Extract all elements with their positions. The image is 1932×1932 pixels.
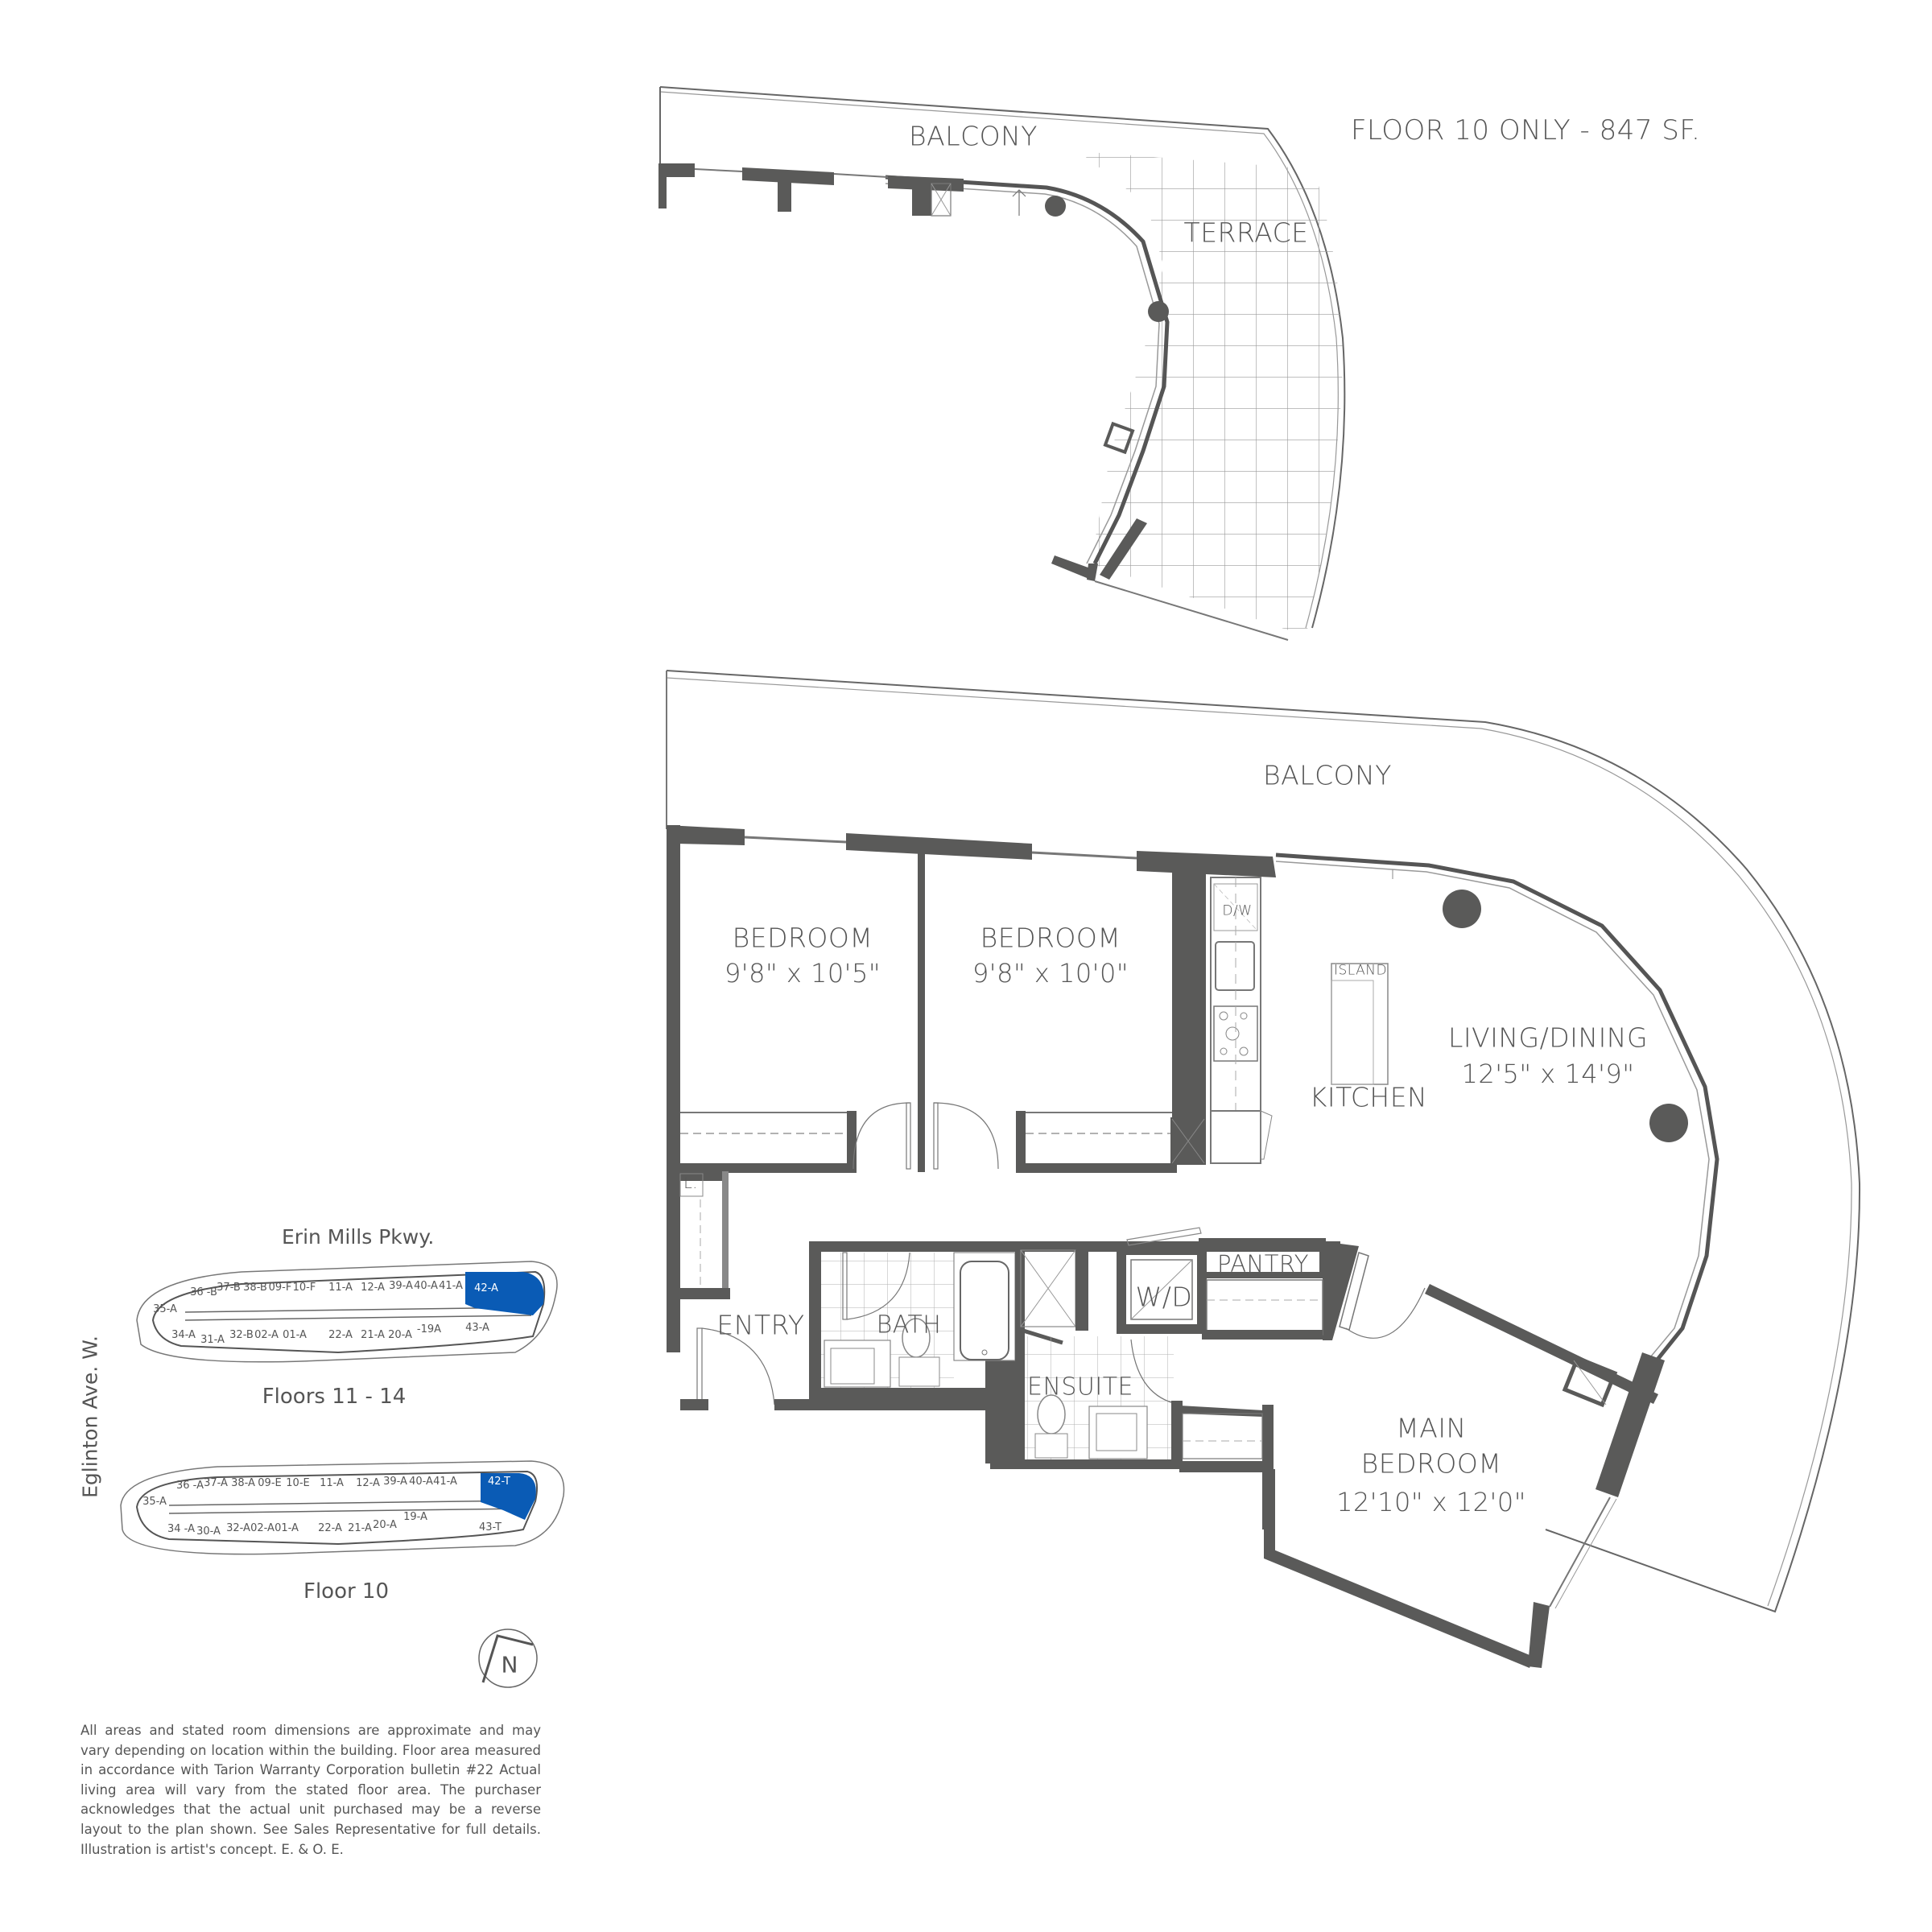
floor-area-note: FLOOR 10 ONLY - 847 SF. — [1351, 114, 1701, 147]
keyplan-unit: 38-A — [231, 1477, 255, 1490]
linen-closet-label: L. — [683, 1174, 698, 1193]
upper-facade-glazing — [885, 175, 1170, 565]
keyplan-unit: 19-A — [403, 1511, 427, 1524]
keyplan-unit: 12-A — [356, 1477, 380, 1490]
keyplan-unit: 41-A — [433, 1476, 457, 1488]
bedroom-2-dimensions: 9'8" x 10'0" — [972, 958, 1129, 989]
north-arrow-icon — [478, 1629, 538, 1688]
keyplan-unit: 35-A — [142, 1496, 167, 1509]
keyplan-unit: 37-A — [204, 1477, 228, 1490]
keyplan-unit: 01-A — [283, 1329, 307, 1342]
terrace-area — [1079, 151, 1343, 636]
keyplan-caption-floor-10: Floor 10 — [303, 1579, 390, 1604]
disclaimer-text: All areas and stated room dimensions are… — [80, 1723, 541, 1857]
terrace-plan — [658, 86, 1346, 641]
keyplan-unit-highlighted: 42-T — [488, 1476, 510, 1488]
keyplan-unit: 36 -B — [190, 1286, 217, 1299]
street-label-erin-mills: Erin Mills Pkwy. — [282, 1225, 435, 1249]
compass-north-label: N — [501, 1651, 518, 1678]
kitchen-island — [1331, 963, 1389, 1085]
street-label-eglinton: Eglinton Ave. W. — [78, 1335, 102, 1498]
keyplan-unit: 11-A — [328, 1282, 353, 1294]
living-dining-dimensions: 12'5" x 14'9" — [1461, 1059, 1635, 1089]
bedroom-1-dimensions: 9'8" x 10'5" — [724, 958, 881, 989]
bedroom-2-label: BEDROOM — [980, 922, 1121, 954]
keyplan-unit: 36 -A — [176, 1480, 204, 1492]
terrace-label: TERRACE — [1183, 217, 1309, 249]
keyplan-unit-highlighted: 42-A — [474, 1282, 498, 1295]
keyplan-unit: 34-A — [171, 1329, 196, 1342]
keyplan-unit: 11-A — [320, 1477, 344, 1490]
bath-label: BATH — [876, 1311, 942, 1340]
keyplan-unit: 39-A — [383, 1476, 407, 1488]
keyplan-unit: 21-A — [361, 1329, 385, 1342]
keyplan-unit: 37-B — [217, 1282, 241, 1294]
keyplan-unit: 01-A — [275, 1522, 299, 1535]
main-bedroom-dimensions: 12'10" x 12'0" — [1336, 1487, 1526, 1517]
upper-balcony-label: BALCONY — [909, 120, 1038, 152]
keyplan-unit: 34 -A — [167, 1523, 195, 1536]
keyplan-unit: -19A — [416, 1323, 442, 1336]
unit-plan — [666, 670, 1861, 1668]
keyplan-unit: 32-A — [226, 1522, 250, 1535]
keyplan-unit: 02-A — [250, 1522, 275, 1535]
dishwasher-label: D/W — [1222, 902, 1253, 919]
washer-dryer-label: W/D — [1135, 1281, 1193, 1313]
main-bedroom-label-line1: MAIN — [1396, 1412, 1467, 1444]
entry-label: ENTRY — [716, 1309, 805, 1341]
bedroom-1-label: BEDROOM — [732, 922, 873, 954]
keyplan-unit: 39-A — [389, 1280, 413, 1293]
main-balcony-outline — [666, 670, 1861, 1613]
keyplan-caption-floors-11-14: Floors 11 - 14 — [262, 1385, 407, 1409]
column — [1443, 890, 1481, 928]
main-balcony-label: BALCONY — [1263, 759, 1392, 791]
keyplan-unit: 02-A — [254, 1329, 279, 1342]
keyplan-unit: 10-F — [292, 1282, 316, 1294]
keyplan-unit: 12-A — [361, 1282, 385, 1294]
keyplan-unit: 30-A — [196, 1525, 221, 1538]
keyplan-unit: 40-A — [414, 1280, 438, 1293]
keyplan-unit: 31-A — [200, 1334, 225, 1347]
keyplan-unit: 10-E — [286, 1477, 310, 1490]
kitchen-label: KITCHEN — [1309, 1081, 1428, 1113]
keyplan-unit: 41-A — [439, 1280, 463, 1293]
keyplan-unit: 21-A — [348, 1522, 372, 1535]
column — [1649, 1104, 1688, 1142]
keyplan-floors-11-14 — [136, 1261, 558, 1363]
island-label: ISLAND — [1333, 962, 1388, 979]
keyplan-unit: 43-T — [479, 1521, 502, 1534]
keyplan-unit: 20-A — [373, 1519, 397, 1532]
keyplan-unit: 09-E — [258, 1477, 282, 1490]
keyplan-unit: 40-A — [409, 1476, 433, 1488]
keyplan-unit: 38-B — [243, 1282, 267, 1294]
keyplan-unit: 09-F — [268, 1282, 292, 1294]
living-facade-glazing — [1275, 852, 1719, 1370]
keyplan-unit: 35-A — [153, 1303, 177, 1316]
keyplan-unit: 22-A — [328, 1329, 353, 1342]
keyplan-unit: 20-A — [388, 1329, 412, 1342]
living-dining-label: LIVING/DINING — [1447, 1022, 1649, 1054]
keyplan-floor-10 — [120, 1460, 565, 1555]
keyplan-unit: 43-A — [465, 1322, 489, 1335]
main-bedroom-label-line2: BEDROOM — [1360, 1447, 1502, 1480]
ensuite-label: ENSUITE — [1026, 1373, 1134, 1402]
pantry-label: PANTRY — [1217, 1249, 1309, 1278]
column — [1045, 196, 1066, 217]
keyplan-unit: 32-B — [229, 1329, 254, 1342]
column — [1148, 301, 1169, 322]
keyplan-unit: 22-A — [318, 1522, 342, 1535]
